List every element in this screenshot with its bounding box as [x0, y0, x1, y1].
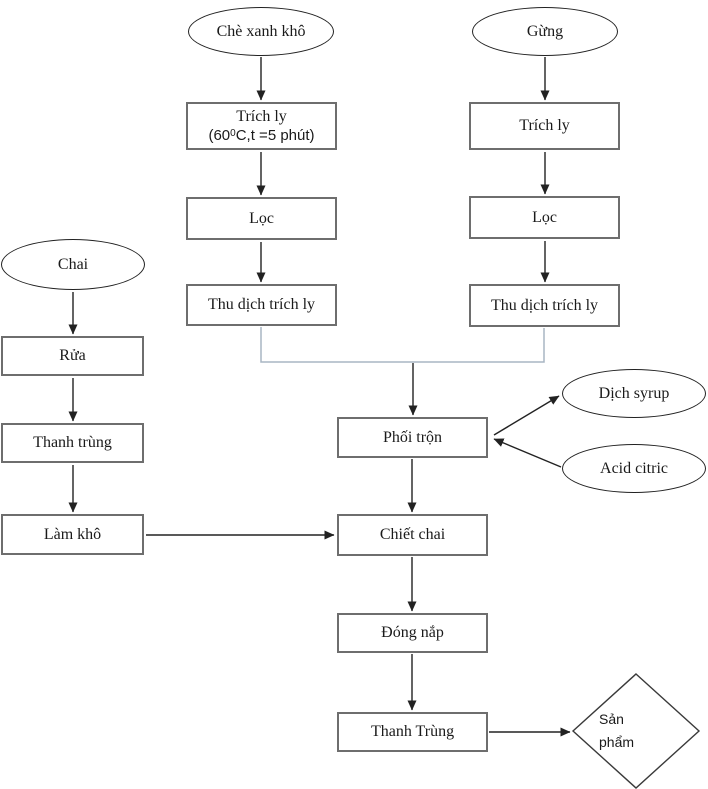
box-loc-ginger-label: Lọc [532, 208, 557, 226]
box-thu-dich-tea-label: Thu dịch trích ly [207, 296, 316, 313]
box-trich-ly-ginger: Trích ly [469, 102, 620, 150]
box-thanh-trung-final: Thanh Trùng [337, 712, 488, 752]
arrow-acid-citric-to-phoi-tron [493, 438, 562, 468]
box-trich-ly-tea: Trích ly (600C,t =5 phút) [186, 102, 337, 150]
ellipse-gung: Gừng [472, 7, 618, 56]
ellipse-chai: Chai [1, 239, 145, 290]
box-trich-ly-tea-conditions: (600C,t =5 phút) [208, 126, 315, 144]
box-phoi-tron: Phối trộn [337, 417, 488, 458]
box-loc-tea-label: Lọc [249, 209, 274, 227]
box-thu-dich-ginger: Thu dịch trích ly [469, 284, 620, 327]
arrow-phoi-tron-to-dich-syrup [493, 395, 560, 436]
box-loc-ginger: Lọc [469, 196, 620, 239]
box-dong-nap: Đóng nắp [337, 613, 488, 653]
box-thu-dich-tea: Thu dịch trích ly [186, 284, 337, 326]
ellipse-acid-citric: Acid citric [562, 444, 706, 493]
ellipse-acid-citric-label: Acid citric [600, 459, 668, 477]
ellipse-chai-label: Chai [57, 255, 89, 273]
ellipse-dich-syrup: Dịch syrup [562, 369, 706, 418]
box-thanh-trung-bottle: Thanh trùng [1, 423, 144, 463]
ellipse-dich-syrup-label: Dịch syrup [598, 384, 670, 402]
merge-connector [260, 327, 545, 363]
box-lam-kho-label: Làm khô [43, 525, 102, 543]
box-chiet-chai: Chiết chai [337, 514, 488, 556]
box-phoi-tron-label: Phối trộn [382, 428, 443, 446]
box-lam-kho: Làm khô [1, 514, 144, 555]
box-rua: Rửa [1, 336, 144, 376]
box-trich-ly-ginger-label: Trích ly [519, 117, 570, 134]
san-pham-label: Sản phẩm [599, 711, 635, 750]
box-chiet-chai-label: Chiết chai [379, 526, 446, 543]
box-thu-dich-ginger-label: Thu dịch trích ly [490, 296, 599, 314]
box-rua-label: Rửa [59, 347, 86, 364]
ellipse-che-xanh-kho: Chè xanh khô [188, 7, 334, 56]
ellipse-gung-label: Gừng [526, 22, 564, 40]
box-loc-tea: Lọc [186, 197, 337, 240]
box-dong-nap-label: Đóng nắp [381, 624, 444, 641]
box-trich-ly-tea-label: Trích ly [236, 107, 287, 125]
san-pham-diamond [571, 673, 701, 789]
ellipse-che-xanh-kho-label: Chè xanh khô [216, 22, 306, 40]
box-thanh-trung-bottle-label: Thanh trùng [33, 434, 112, 451]
box-thanh-trung-final-label: Thanh Trùng [370, 723, 455, 740]
